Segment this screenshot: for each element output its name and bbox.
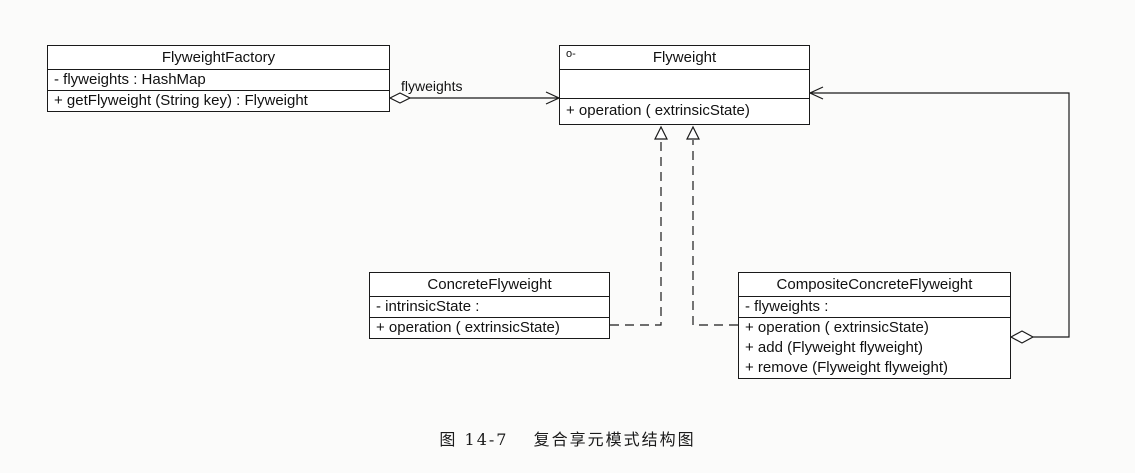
composite-realization bbox=[686, 125, 738, 326]
class-composite-concrete-flyweight[interactable]: CompositeConcreteFlyweight - flyweights … bbox=[738, 272, 1011, 379]
aggregation-diamond-factory bbox=[388, 92, 412, 104]
interface-icon: o- bbox=[566, 48, 576, 60]
realization-triangle bbox=[654, 125, 668, 140]
attribute-compartment: - intrinsicState : bbox=[370, 297, 609, 318]
class-flyweight-factory[interactable]: FlyweightFactory - flyweights : HashMap … bbox=[47, 45, 390, 112]
operation: + add (Flyweight flyweight) bbox=[745, 339, 923, 356]
association-line bbox=[810, 92, 1070, 338]
concrete-realization bbox=[610, 125, 668, 326]
class-name: CompositeConcreteFlyweight bbox=[739, 273, 1010, 297]
class-flyweight[interactable]: o- Flyweight + operation ( extrinsicStat… bbox=[559, 45, 810, 125]
association-arrowhead bbox=[808, 86, 824, 100]
figure-caption: 图 14-7 复合享元模式结构图 bbox=[0, 426, 1135, 450]
figure-number: 图 14-7 bbox=[439, 430, 509, 449]
factory-flyweight-association bbox=[388, 91, 561, 105]
attribute: - flyweights : HashMap bbox=[54, 71, 206, 88]
operation: + operation ( extrinsicState) bbox=[566, 102, 750, 119]
composite-flyweight-association bbox=[808, 86, 1070, 344]
operation-compartment: + operation ( extrinsicState) bbox=[560, 99, 809, 124]
operation: + remove (Flyweight flyweight) bbox=[745, 359, 948, 376]
class-name: ConcreteFlyweight bbox=[370, 273, 609, 297]
operation-compartment: + operation ( extrinsicState) bbox=[370, 318, 609, 338]
association-label-flyweights: flyweights bbox=[401, 78, 463, 94]
operation: + operation ( extrinsicState) bbox=[376, 319, 560, 336]
class-name-row: o- Flyweight bbox=[560, 46, 809, 70]
attribute-compartment: - flyweights : HashMap bbox=[48, 70, 389, 91]
attribute: - intrinsicState : bbox=[376, 298, 480, 315]
class-concrete-flyweight[interactable]: ConcreteFlyweight - intrinsicState : + o… bbox=[369, 272, 610, 339]
operation-compartment: + getFlyweight (String key) : Flyweight bbox=[48, 91, 389, 111]
class-name: Flyweight bbox=[652, 49, 717, 66]
attribute-compartment: - flyweights : bbox=[739, 297, 1010, 318]
class-name: FlyweightFactory bbox=[48, 46, 389, 70]
aggregation-diamond-composite bbox=[1009, 330, 1035, 344]
realization-triangle bbox=[686, 125, 700, 140]
realization-dashed-line bbox=[692, 140, 738, 326]
realization-dashed-line bbox=[610, 140, 662, 326]
operation: + getFlyweight (String key) : Flyweight bbox=[54, 92, 308, 109]
operation: + operation ( extrinsicState) bbox=[745, 319, 929, 336]
operation-compartment: + operation ( extrinsicState) + add (Fly… bbox=[739, 318, 1010, 378]
attribute: - flyweights : bbox=[745, 298, 829, 315]
attribute-compartment bbox=[560, 70, 809, 99]
figure-title: 复合享元模式结构图 bbox=[533, 430, 696, 449]
